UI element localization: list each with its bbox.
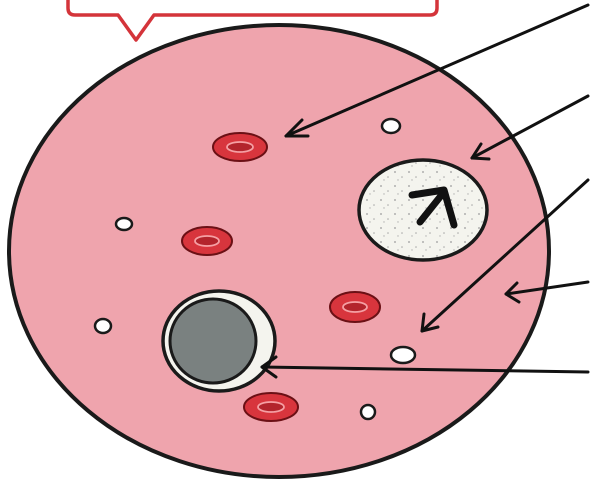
red-blood-cell	[182, 227, 232, 255]
large-cell	[163, 291, 275, 391]
small-white-cell	[361, 405, 375, 419]
red-blood-cell	[213, 133, 267, 161]
small-white-cell	[95, 319, 111, 333]
small-white-cell	[116, 218, 132, 230]
red-blood-cell	[244, 393, 298, 421]
large-cell-nucleus	[170, 299, 256, 383]
small-white-cell	[391, 347, 415, 363]
vacuole	[359, 160, 487, 260]
small-white-cell	[382, 119, 400, 133]
red-blood-cell	[330, 292, 380, 322]
